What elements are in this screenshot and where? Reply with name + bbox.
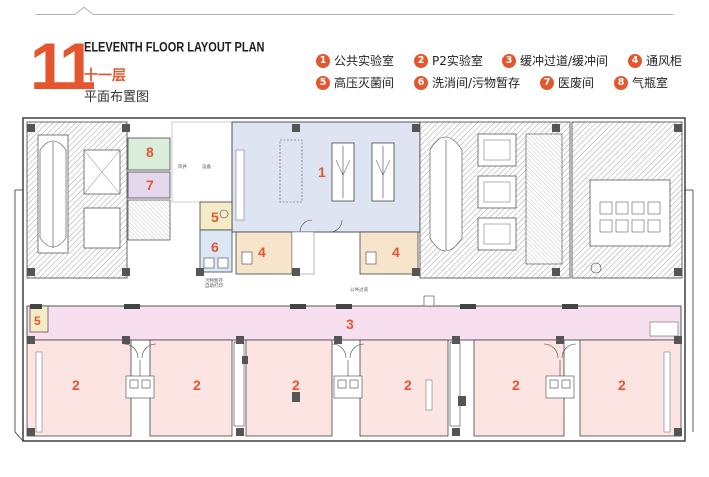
room-number-2-e: 2 [512,377,520,393]
legend-item-2: 2 P2实验室 [414,52,483,69]
room-number-5-lower: 5 [34,314,41,328]
p2-lab-2 [149,339,233,437]
legend-label: P2实验室 [432,54,483,68]
room-number-8: 8 [146,144,154,160]
room-number-2-b: 2 [193,377,201,393]
medical-waste-room [127,171,171,199]
legend-item-3: 3 缓冲过道/缓冲间 [502,52,608,69]
room-number-4-left: 4 [258,244,266,260]
fume-hood-room-right [359,231,419,275]
legend-label: 气瓶室 [632,76,669,90]
legend-number-badge: 6 [414,75,428,90]
floor-number: 11 [30,29,96,103]
legend-label: 医废间 [558,76,595,90]
room-number-2-a: 2 [72,377,80,393]
legend-number-badge: 5 [316,75,330,90]
autoclave-room [199,201,233,231]
title-chinese: 十一层 [84,68,126,84]
legend-item-1: 1 公共实验室 [316,52,394,69]
legend-number-badge: 4 [628,53,642,68]
p2-lab-3 [245,339,333,437]
room-number-3: 3 [346,316,354,332]
room-number-2-d: 2 [404,377,412,393]
room-number-5-upper: 5 [211,209,219,225]
title-english: ELEVENTH FLOOR LAYOUT PLAN [84,40,265,55]
buffer-corridor [26,305,682,341]
legend-item-4: 4 通风柜 [628,52,682,69]
legend-item-6: 6 洗消间/污物暂存 [414,74,520,91]
legend-item-7: 7 医废间 [540,74,594,91]
legend-number-badge: 8 [614,75,628,90]
header-divider [35,6,674,15]
legend-label: 缓冲过道/缓冲间 [520,54,609,68]
legend-number-badge: 2 [414,53,428,68]
airlock-units [123,343,577,399]
corridor-label: 公共过道 [350,286,368,293]
structural-columns [27,124,682,276]
legend-label: 公共实验室 [334,54,395,68]
svg-text:设备: 设备 [202,163,211,170]
legend-number-badge: 1 [316,53,330,68]
room-number-4-right: 4 [392,244,400,260]
room-number-2-c: 2 [292,377,300,393]
svg-text:自助打印: 自助打印 [205,282,223,289]
p2-lab-5 [473,339,565,437]
gas-cylinder-room [127,137,171,171]
room-number-1: 1 [318,164,326,180]
room-number-6: 6 [211,239,219,255]
room-number-7: 7 [146,177,154,193]
room-number-2-f: 2 [618,377,626,393]
legend-item-5: 5 高压灭菌间 [316,74,394,91]
svg-text:污物暂存: 污物暂存 [205,277,223,284]
legend-number-badge: 3 [502,53,516,68]
legend-label: 洗消间/污物暂存 [432,76,521,90]
svg-text:风井: 风井 [178,163,187,170]
legend-number-badge: 7 [540,75,554,90]
legend-label: 高压灭菌间 [334,76,395,90]
subtitle: 平面布置图 [84,90,150,105]
legend-item-8: 8 气瓶室 [614,74,668,91]
legend-label: 通风柜 [646,54,683,68]
